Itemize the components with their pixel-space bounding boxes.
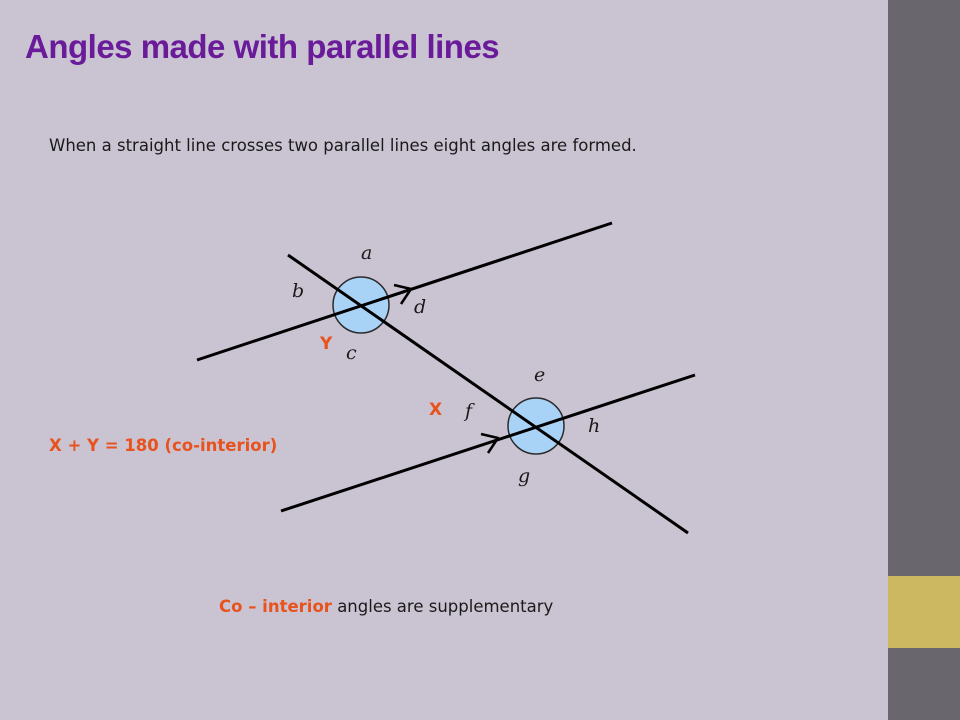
- formula-text: X + Y = 180 (co-interior): [49, 436, 278, 455]
- angle-label-g: g: [518, 465, 530, 487]
- caption-term: Co – interior: [219, 597, 332, 616]
- transversal-line: [287, 253, 689, 535]
- angle-label-d: d: [414, 296, 426, 318]
- parallel-lines-diagram: a b c d e f g h Y X: [196, 221, 696, 535]
- intro-text: When a straight line crosses two paralle…: [49, 136, 637, 155]
- angle-label-e: e: [534, 364, 545, 386]
- parallel-line-lower: [280, 373, 696, 513]
- sidebar-accent-block: [888, 576, 960, 648]
- angle-label-b: b: [292, 280, 304, 302]
- parallel-arrow-icon: [393, 283, 413, 305]
- parallel-arrow-icon: [480, 432, 500, 454]
- caption-rest: angles are supplementary: [337, 597, 554, 616]
- angle-label-f: f: [463, 400, 475, 422]
- angle-label-h: h: [588, 415, 600, 437]
- angle-marker-x: X: [429, 400, 442, 420]
- parallel-line-upper: [196, 221, 613, 362]
- angle-label-c: c: [346, 342, 357, 364]
- caption: Co – interior angles are supplementary: [219, 597, 553, 616]
- angle-marker-y: Y: [319, 334, 333, 354]
- angle-label-a: a: [361, 242, 372, 264]
- slide-title: Angles made with parallel lines: [25, 28, 500, 65]
